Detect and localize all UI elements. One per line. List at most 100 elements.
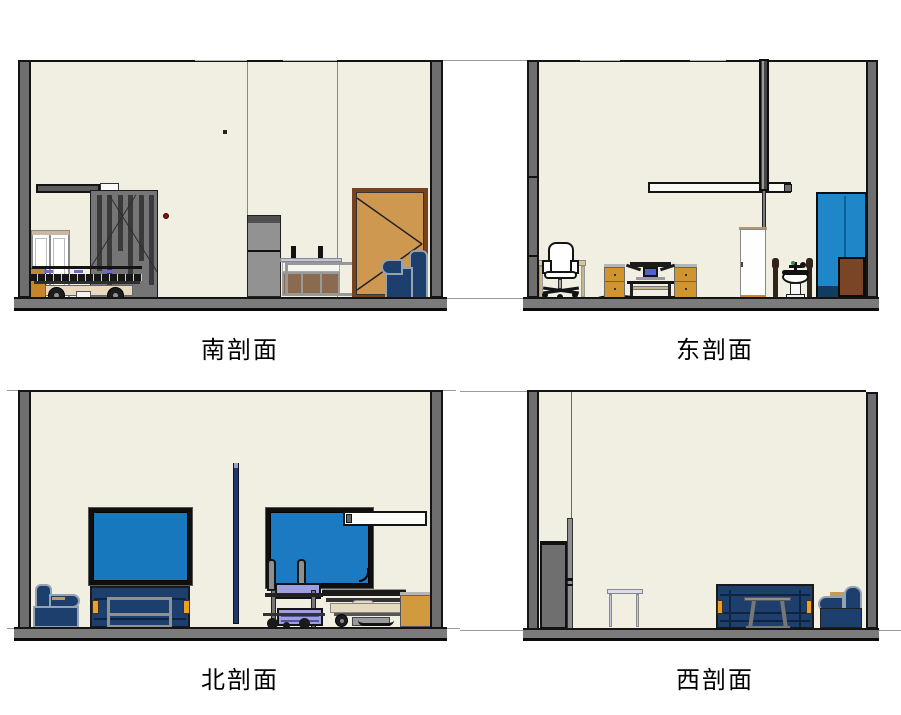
drawer-knob	[685, 274, 687, 276]
drawer-line	[605, 281, 624, 282]
chair-cushion-strip	[830, 592, 844, 596]
equipment-shelf	[632, 286, 669, 290]
lounge-chair-seat	[33, 606, 79, 628]
equipment-screen	[643, 267, 658, 277]
shower-divider	[844, 196, 846, 296]
pole-stand-cap	[806, 258, 813, 269]
equipment-table-top	[627, 281, 674, 284]
equipment-arm	[636, 277, 665, 280]
coffee-table-top	[744, 597, 791, 601]
chair-caster	[542, 292, 548, 298]
ceiling-gap	[195, 60, 247, 61]
cabinet-top	[400, 592, 431, 596]
office-chair-seat	[544, 271, 577, 279]
wall-column	[18, 60, 31, 298]
equipment-head	[630, 262, 671, 267]
level-line	[443, 60, 460, 61]
sofa-accent	[92, 600, 99, 614]
door-handle	[741, 262, 743, 267]
refrigerator	[247, 215, 281, 297]
structural-column	[759, 59, 769, 191]
wall-column	[527, 60, 539, 298]
bed-foot-curve	[358, 620, 394, 626]
bedside-cabinet	[400, 592, 431, 627]
column-break-line	[527, 255, 539, 257]
stool-leg	[609, 594, 612, 627]
bottle	[291, 246, 296, 258]
sofa-seam	[720, 620, 810, 622]
bed-frame	[334, 613, 400, 616]
coffee-table-foot	[746, 626, 790, 629]
sofa-arm-line	[799, 590, 801, 627]
wall-column	[866, 60, 878, 298]
wheel-hub	[54, 293, 59, 298]
view-label-east: 东剖面	[676, 336, 754, 364]
sofa	[716, 584, 814, 629]
stool-leg	[636, 594, 639, 627]
floor-slab	[523, 628, 879, 641]
wall-joint-line	[337, 62, 338, 297]
cabinet-top	[604, 264, 625, 268]
fridge-top-cap	[248, 216, 280, 223]
stretcher-deck	[34, 281, 140, 284]
sofa-arm-line	[729, 590, 731, 627]
sofa-accent	[717, 600, 723, 614]
floor-slab	[14, 627, 447, 641]
wall-mark	[223, 130, 227, 134]
drawer-cabinet	[604, 264, 625, 298]
overbed-table-frame	[285, 262, 356, 296]
wall-corner-line	[571, 392, 572, 518]
door-sill	[741, 295, 765, 298]
drawer-knob	[614, 288, 616, 290]
drawer-knob	[685, 288, 687, 290]
faucet-knob	[800, 262, 806, 268]
sofa-accent	[183, 600, 190, 614]
stretcher-rail	[32, 266, 142, 269]
shower-dark-strip	[818, 286, 840, 297]
wall-outlet-dot	[163, 213, 169, 219]
stretcher-pad	[74, 270, 83, 273]
coffee-table-frame	[107, 597, 172, 628]
wall-column	[430, 60, 443, 298]
panel-slot	[128, 195, 133, 281]
level-line	[460, 391, 527, 392]
section-view-south: 南剖面	[0, 0, 460, 365]
ceiling-line	[31, 390, 430, 392]
cabinet-top	[674, 264, 697, 268]
faucet-dot	[791, 261, 795, 265]
bottle	[318, 246, 323, 258]
wall-face	[538, 62, 866, 297]
view-label-north: 北剖面	[201, 666, 279, 694]
screen-glass	[93, 512, 188, 581]
recessed-cabinet	[540, 543, 567, 629]
wall-column	[18, 390, 31, 629]
wheelchair-caster	[283, 622, 290, 629]
floor-slab	[14, 297, 447, 311]
light-bar-cap	[346, 514, 352, 523]
panel-slot	[118, 195, 123, 251]
ceiling-line	[538, 60, 866, 62]
ceiling-gap	[283, 60, 337, 61]
door-lintel	[739, 227, 767, 230]
column-break-line	[527, 176, 539, 178]
panel-slot	[139, 195, 144, 261]
section-view-east: 东剖面	[460, 0, 901, 365]
panel-slot	[149, 195, 154, 285]
cabinet-top-bar	[540, 541, 573, 544]
level-line	[460, 60, 527, 61]
level-line	[447, 298, 460, 299]
ceiling-line	[539, 390, 866, 392]
bed-rail	[322, 590, 406, 596]
wall-joint-line	[247, 62, 248, 297]
sofa-seam	[94, 618, 186, 620]
foot-box-line	[281, 615, 319, 617]
toilet-seat	[782, 270, 809, 275]
pole-stand	[807, 258, 812, 298]
bed-wheel	[335, 614, 348, 627]
ceiling-gap	[580, 60, 620, 61]
counter-wood-base	[282, 272, 340, 296]
sofa-seam	[720, 612, 810, 614]
table-shelf-bar	[110, 613, 169, 616]
pole-stand	[773, 258, 778, 298]
